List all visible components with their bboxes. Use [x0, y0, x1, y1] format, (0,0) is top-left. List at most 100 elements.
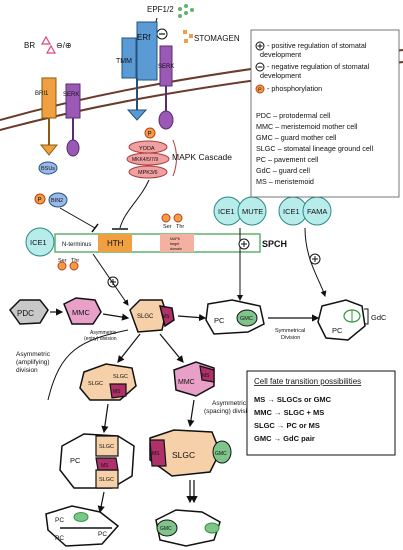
- mkk-label: MKK4/5/7/9: [132, 157, 158, 163]
- svg-text:SLGC: SLGC: [99, 444, 114, 450]
- erf-kinase: [126, 109, 148, 121]
- tmm-receptor: [121, 37, 137, 79]
- serk-left-label: SERK: [63, 92, 79, 98]
- br-label: BR: [24, 41, 35, 50]
- svg-text:MS: MS: [162, 314, 170, 320]
- spch-ser-label: Ser: [163, 224, 172, 230]
- svg-text:target: target: [170, 242, 179, 246]
- serk-right-kinase: [158, 110, 174, 130]
- svg-text:MS: MS: [101, 463, 109, 469]
- guard-cell-pair-3: [204, 522, 220, 534]
- svg-text:SLGC: SLGC: [172, 450, 195, 460]
- gmc-cell-1: [236, 309, 258, 327]
- spch-thr-label: Thr: [176, 224, 184, 230]
- svg-text:SLGC: SLGC: [88, 381, 103, 387]
- svg-text:MMC – meristemoid mother cell: MMC – meristemoid mother cell: [256, 122, 358, 131]
- svg-text:GMC → GdC pair: GMC → GdC pair: [254, 434, 315, 443]
- phospho-cascade-icon: P: [144, 127, 156, 139]
- epf-label: EPF1/2: [147, 5, 174, 14]
- svg-text:Asymmetric: Asymmetric: [90, 330, 117, 336]
- svg-text:PC: PC: [55, 535, 64, 542]
- svg-text:development: development: [260, 71, 301, 80]
- svg-text:Asymmetric: Asymmetric: [212, 400, 247, 407]
- mute-label: MUTE: [242, 207, 263, 216]
- gdc-label: GdC: [371, 313, 387, 322]
- fate-box: [246, 370, 396, 456]
- svg-text:PC: PC: [214, 316, 225, 325]
- svg-text:MS: MS: [113, 389, 121, 395]
- mkk-node: [126, 152, 170, 166]
- svg-text:development: development: [260, 50, 301, 59]
- svg-text:PC: PC: [55, 517, 64, 524]
- legend-positive-icon: [255, 41, 265, 51]
- br-sign: ⊖/⊕: [56, 41, 72, 50]
- svg-text:SLGC: SLGC: [113, 374, 128, 380]
- spch-label: SPCH: [262, 239, 287, 249]
- svg-text:PDC – protodermal cell: PDC – protodermal cell: [256, 111, 331, 120]
- serk-right-label: SERK: [158, 64, 174, 70]
- negative-sign-icon: [156, 28, 168, 40]
- svg-text:GMC: GMC: [240, 316, 253, 322]
- svg-text:ICE1: ICE1: [283, 207, 300, 216]
- svg-text:ICE1: ICE1: [218, 207, 235, 216]
- mpk-node: [128, 165, 168, 179]
- svg-text:SLGC – stomatal lineage ground: SLGC – stomatal lineage ground cell: [256, 144, 373, 153]
- legend-box: [250, 29, 400, 198]
- spch-nterm-label: N-terminus: [62, 242, 91, 248]
- svg-text:P: P: [258, 88, 262, 94]
- svg-text:GMC – guard mother cell: GMC – guard mother cell: [256, 133, 337, 142]
- legend-negative-text: - negative regulation of stomatal: [267, 62, 370, 71]
- svg-text:MS – meristemoid: MS – meristemoid: [256, 177, 314, 186]
- guard-cell-pair-2: [73, 512, 89, 522]
- legend-abbreviations: PDC – protodermal cell MMC – meristemoid…: [256, 111, 373, 186]
- bsu-node: [38, 161, 58, 175]
- svg-text:MS: MS: [202, 373, 210, 379]
- svg-text:MS: MS: [152, 451, 160, 457]
- mmc-cell-top: [63, 297, 102, 325]
- stomagen-label: STOMAGEN: [194, 34, 240, 43]
- positive-sign-icon-mute: [238, 238, 250, 250]
- serk-left-receptor: [65, 83, 81, 119]
- stomagen-peptides-icon: [183, 30, 193, 43]
- svg-text:MAPK: MAPK: [170, 237, 181, 241]
- svg-text:Symmetrical: Symmetrical: [275, 328, 305, 334]
- tmm-label: TMM: [116, 58, 132, 65]
- erf-label: ERf: [137, 33, 151, 42]
- svg-text:MS → SLGCs or GMC: MS → SLGCs or GMC: [254, 395, 332, 404]
- legend-negative-icon: [255, 62, 265, 72]
- svg-text:SLGC: SLGC: [137, 314, 154, 320]
- erf-receptor: [136, 21, 158, 81]
- bri1-receptor: [41, 77, 57, 119]
- fama-label: FAMA: [307, 207, 327, 216]
- svg-text:(spacing) division: (spacing) division: [204, 408, 255, 415]
- ice1-spch-label: ICE1: [30, 238, 47, 247]
- svg-text:Asymmetric: Asymmetric: [16, 351, 51, 358]
- phospho-spch-icons: [57, 213, 183, 271]
- svg-text:(amplifying): (amplifying): [16, 359, 50, 366]
- mapk-target-domain: [160, 234, 194, 252]
- mapk-cascade: YODA MKK4/5/7/9 MPK3/6 MAPK Cascade: [126, 139, 232, 179]
- bsu-label: BSUs: [41, 166, 55, 172]
- legend-phospho-text: - phosphorylation: [267, 84, 322, 93]
- svg-text:GMC: GMC: [160, 526, 172, 532]
- svg-text:SLGC → PC or MS: SLGC → PC or MS: [254, 421, 320, 430]
- gmc-cell-spacing: [212, 440, 232, 464]
- mapk-cascade-label: MAPK Cascade: [172, 152, 232, 162]
- ice1-spch-node: [25, 227, 55, 257]
- svg-text:division: division: [16, 367, 38, 374]
- legend-positive-text: - positive regulation of stomatal: [267, 41, 367, 50]
- legend-phospho-icon: P: [255, 84, 265, 94]
- svg-text:(entry) division: (entry) division: [84, 336, 117, 342]
- svg-text:Division: Division: [281, 335, 300, 341]
- svg-text:MMC → SLGC + MS: MMC → SLGC + MS: [254, 408, 324, 417]
- svg-text:P: P: [38, 198, 42, 204]
- spch-ser-label-2: Ser: [58, 258, 67, 264]
- svg-text:SLGC: SLGC: [99, 477, 114, 483]
- bin2-label: BIN2: [51, 198, 63, 204]
- svg-text:GdC – guard cell: GdC – guard cell: [256, 166, 310, 175]
- hth-label: HTH: [107, 239, 124, 248]
- svg-text:PDC: PDC: [17, 309, 34, 318]
- svg-text:PC: PC: [70, 456, 81, 465]
- pc-gdc-pair-bottom-left: [45, 505, 120, 547]
- epf-peptides-icon: [178, 4, 194, 18]
